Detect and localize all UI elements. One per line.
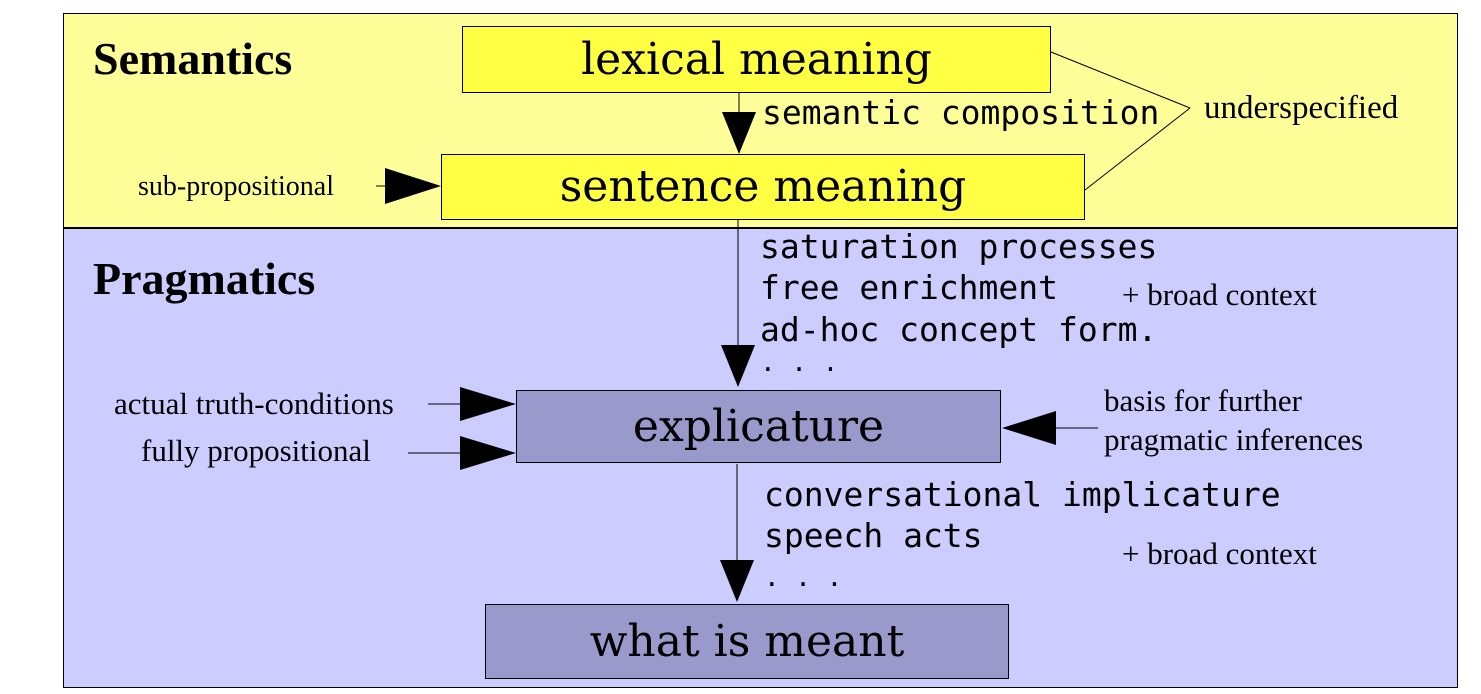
speech-acts-label: speech acts (764, 516, 983, 555)
broad-context-label-1: + broad context (1122, 277, 1317, 312)
what-is-meant-box: what is meant (485, 604, 1009, 679)
basis-line1-label: basis for further (1104, 383, 1302, 418)
sub-propositional-label: sub-propositional (138, 171, 334, 202)
lexical-meaning-box: lexical meaning (462, 26, 1051, 93)
fully-propositional-arrowhead (460, 436, 516, 470)
truth-conditions-arrowhead (460, 387, 516, 421)
sub-propositional-arrowhead (385, 168, 441, 204)
basis-line2-label: pragmatic inferences (1104, 422, 1364, 457)
explicature-box: explicature (516, 390, 1001, 463)
conversational-implicature-label: conversational implicature (764, 475, 1281, 514)
semantic-composition-label: semantic composition (762, 93, 1160, 132)
what-is-meant-label: what is meant (589, 615, 905, 667)
free-enrichment-label: free enrichment (760, 268, 1059, 307)
lexical-meaning-label: lexical meaning (581, 33, 932, 85)
basis-arrowhead (1002, 411, 1056, 445)
processes-ellipsis-1: . . . (760, 348, 839, 378)
underspecified-bracket-bottom (1084, 107, 1191, 191)
ad-hoc-concept-label: ad-hoc concept form. (760, 310, 1158, 349)
sentence-meaning-box: sentence meaning (441, 154, 1085, 220)
actual-truth-conditions-label: actual truth-conditions (114, 386, 394, 421)
explicature-label: explicature (632, 400, 885, 452)
fully-propositional-label: fully propositional (141, 433, 371, 468)
sentence-meaning-label: sentence meaning (559, 161, 967, 212)
saturation-arrowhead (721, 345, 755, 387)
implicature-arrowhead (720, 560, 754, 602)
processes-ellipsis-2: . . . (764, 563, 843, 593)
underspecified-bracket-top (1050, 51, 1191, 109)
semantics-heading: Semantics (93, 33, 293, 84)
broad-context-label-2: + broad context (1122, 536, 1317, 571)
underspecified-label: underspecified (1204, 90, 1399, 126)
pragmatics-heading: Pragmatics (93, 253, 316, 304)
saturation-processes-label: saturation processes (760, 227, 1158, 266)
composition-arrowhead (722, 112, 756, 154)
